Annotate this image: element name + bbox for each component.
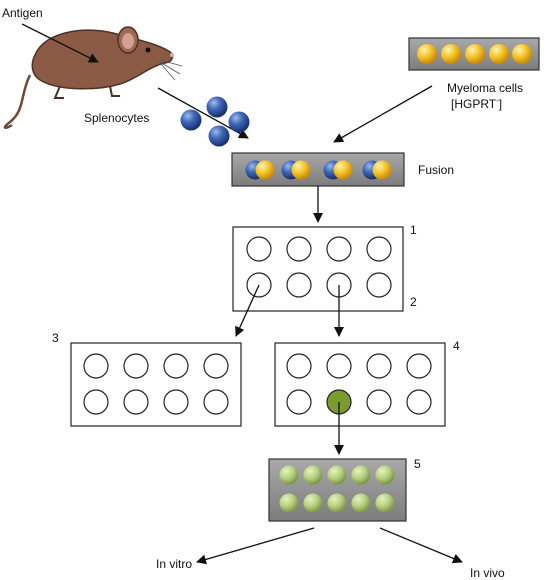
step-3-label: 3 — [52, 331, 59, 345]
well — [366, 236, 392, 262]
well — [326, 236, 352, 262]
well — [123, 389, 149, 415]
culture-plate-3 — [70, 342, 242, 427]
hybridoma-cell — [375, 493, 395, 513]
well — [406, 389, 432, 415]
well — [286, 236, 312, 262]
well — [203, 353, 229, 379]
splenocyte-cell — [180, 109, 202, 131]
culture-plate-1 — [232, 226, 404, 312]
splenocyte-cell — [206, 96, 228, 118]
hybridoma-cell — [327, 465, 347, 485]
hybridoma-tray — [268, 458, 407, 522]
well — [163, 389, 189, 415]
fusion-label: Fusion — [418, 163, 454, 177]
fusion-tray — [231, 152, 405, 187]
step-4-label: 4 — [453, 339, 460, 353]
well — [366, 272, 392, 298]
fused-cell-pair — [323, 160, 353, 180]
myeloma-hgprt-label: [HGPRT-] — [451, 96, 502, 111]
myeloma-tray — [408, 37, 540, 71]
in-vivo-label: In vivo — [470, 566, 505, 580]
hybridoma-cell — [351, 493, 371, 513]
in-vitro-arrow — [196, 527, 315, 565]
myeloma-cell — [441, 44, 461, 64]
mouse-icon — [3, 26, 183, 130]
well — [83, 353, 109, 379]
splenocytes-label: Splenocytes — [84, 111, 149, 125]
myeloma-arrow — [333, 85, 433, 143]
well — [286, 272, 312, 298]
in-vitro-label: In vitro — [156, 557, 192, 571]
fused-cell-pair — [362, 160, 392, 180]
culture-plate-4 — [274, 342, 446, 427]
hybridoma-cell — [303, 493, 323, 513]
step-5-label: 5 — [414, 457, 421, 471]
step-1-label: 1 — [410, 223, 417, 237]
in-vivo-arrow — [379, 527, 463, 564]
fused-cell-pair — [245, 160, 275, 180]
hybridoma-cell — [327, 493, 347, 513]
well — [246, 236, 272, 262]
well — [286, 389, 312, 415]
hybridoma-cell — [303, 465, 323, 485]
myeloma-cell — [512, 44, 532, 64]
plate-to-plate3-arrow — [235, 284, 260, 337]
myeloma-label: Myeloma cells — [447, 81, 523, 95]
hybridoma-cell — [279, 465, 299, 485]
hybridoma-cell — [351, 465, 371, 485]
well — [326, 353, 352, 379]
myeloma-cell — [465, 44, 485, 64]
antigen-arrow — [21, 23, 99, 63]
well — [83, 389, 109, 415]
well — [163, 353, 189, 379]
splenocyte-cell — [228, 111, 250, 133]
well — [286, 353, 312, 379]
fused-cell-pair — [281, 160, 311, 180]
splenocyte-cells — [180, 96, 250, 147]
step-2-label: 2 — [410, 295, 417, 309]
antigen-label: Antigen — [2, 6, 43, 20]
well — [366, 389, 392, 415]
well — [203, 389, 229, 415]
myeloma-cell — [489, 44, 509, 64]
splenocyte-cell — [208, 125, 230, 147]
well — [366, 353, 392, 379]
hybridoma-cell — [375, 465, 395, 485]
well — [406, 353, 432, 379]
myeloma-cell — [417, 44, 437, 64]
hybridoma-cell — [279, 493, 299, 513]
well — [123, 353, 149, 379]
